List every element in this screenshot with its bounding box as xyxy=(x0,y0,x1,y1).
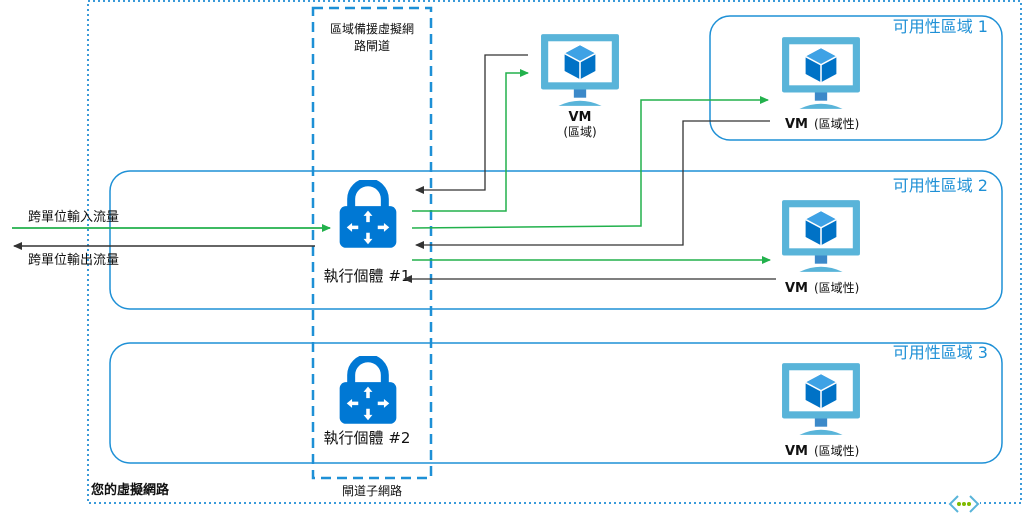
vm-zone-1-icon xyxy=(781,36,861,110)
vm-regional-title: VM xyxy=(569,110,592,125)
vnet-boundary xyxy=(87,0,1022,504)
flow-to-vm-regional xyxy=(412,69,529,212)
inbound-traffic-label: 跨單位輸入流量 xyxy=(28,210,119,225)
gateway-subnet-label: 閘道子網路 xyxy=(342,483,402,498)
zone-1-label: 可用性區域 1 xyxy=(893,17,988,36)
vm-regional-icon xyxy=(540,33,620,107)
zone-2-label: 可用性區域 2 xyxy=(893,176,988,195)
gateway-subnet-box xyxy=(311,6,433,480)
vm-zone-2-icon xyxy=(781,199,861,273)
vm-zone-1-title: VM xyxy=(785,117,808,132)
flow-from-vm-zone-1 xyxy=(415,120,770,249)
vnet-label: 您的虛擬網路 xyxy=(91,482,170,498)
zone-1-box xyxy=(709,15,1003,141)
vm-regional-sub: (區域) xyxy=(563,125,596,139)
zone-2-box xyxy=(109,170,1003,310)
vm-zone-3-icon xyxy=(781,362,861,436)
outbound-traffic-label: 跨單位輸出流量 xyxy=(28,253,119,268)
zone-3-label: 可用性區域 3 xyxy=(893,343,988,362)
flow-to-vm-zone-1 xyxy=(411,96,769,229)
flow-from-vm-regional xyxy=(415,54,528,194)
vm-zone-3-sub: (區域性) xyxy=(814,444,859,458)
vm-zone-2-sub: (區域性) xyxy=(814,281,859,295)
gateway-instance-1-icon xyxy=(340,182,397,248)
zone-3-box xyxy=(109,342,1003,464)
instance-1-label: 執行個體 #1 xyxy=(324,267,411,285)
vm-zone-1-sub: (區域性) xyxy=(814,117,859,131)
vm-zone-2-title: VM xyxy=(785,281,808,296)
gateway-subnet-title-line2: 路閘道 xyxy=(354,38,390,53)
gateway-subnet-title-line1: 區域備援虛擬網 xyxy=(330,21,414,36)
vm-zone-3-title: VM xyxy=(785,444,808,459)
dots-chevron-icon xyxy=(948,492,980,516)
instance-2-label: 執行個體 #2 xyxy=(324,429,411,447)
gateway-instance-2-icon xyxy=(340,358,397,424)
